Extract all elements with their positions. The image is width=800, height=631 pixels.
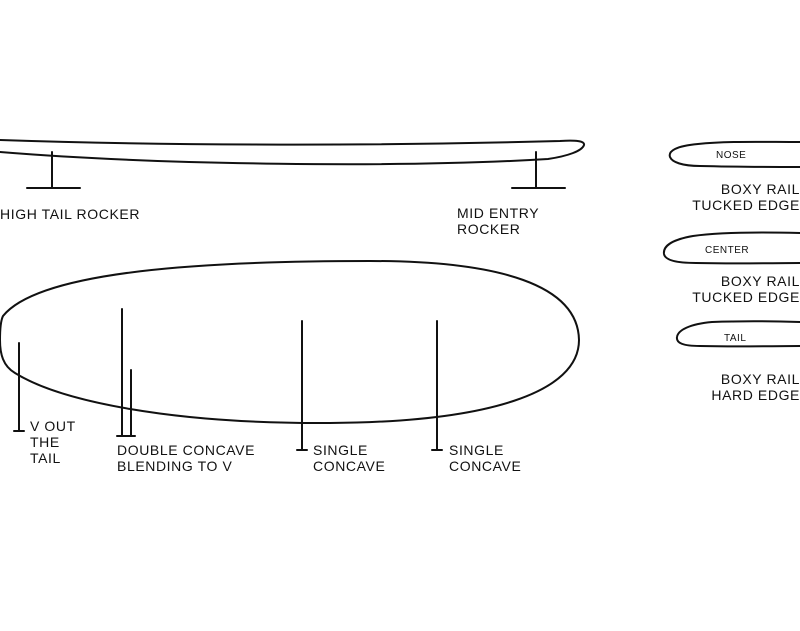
single-concave-a-indicator <box>296 320 308 451</box>
rail-tail-label-line2: HARD EDGE <box>711 387 800 403</box>
rail-nose-label-line1: BOXY RAIL <box>720 181 800 197</box>
single-concave-a-label-line1: SINGLE <box>313 442 368 458</box>
rail-center-shape <box>662 231 800 265</box>
rail-nose-label-line2: TUCKED EDGE <box>692 197 800 213</box>
tail-rocker-stand <box>26 151 81 189</box>
tail-rocker-label: HIGH TAIL ROCKER <box>0 206 141 222</box>
single-concave-b-label-line1: SINGLE <box>449 442 504 458</box>
rail-center-label-line1: BOXY RAIL <box>720 273 800 289</box>
v-out-label-line3: TAIL <box>30 450 61 466</box>
entry-rocker-label-line1: MID ENTRY <box>457 205 540 221</box>
single-concave-b-indicator <box>431 320 443 451</box>
single-concave-b-label-line2: CONCAVE <box>449 458 522 474</box>
rail-tail-label-line1: BOXY RAIL <box>720 371 800 387</box>
double-concave-indicator <box>116 308 136 437</box>
rail-center-tag: CENTER <box>705 245 750 256</box>
single-concave-a-label-line2: CONCAVE <box>313 458 386 474</box>
rail-tail-shape <box>675 320 800 348</box>
v-out-label-line1: V OUT <box>30 418 76 434</box>
rail-nose-shape <box>668 140 800 168</box>
rail-nose-tag: NOSE <box>716 150 747 161</box>
v-out-indicator <box>13 342 25 432</box>
board-profile-outline <box>0 139 586 166</box>
v-out-label-line2: THE <box>30 434 60 450</box>
rail-tail-tag: TAIL <box>724 333 747 344</box>
board-bottom-outline <box>0 260 580 425</box>
rail-center-label-line2: TUCKED EDGE <box>692 289 800 305</box>
double-concave-label-line1: DOUBLE CONCAVE <box>117 442 256 458</box>
entry-rocker-label-line2: ROCKER <box>457 221 521 237</box>
entry-rocker-stand <box>511 151 566 189</box>
double-concave-label-line2: BLENDING TO V <box>117 458 233 474</box>
